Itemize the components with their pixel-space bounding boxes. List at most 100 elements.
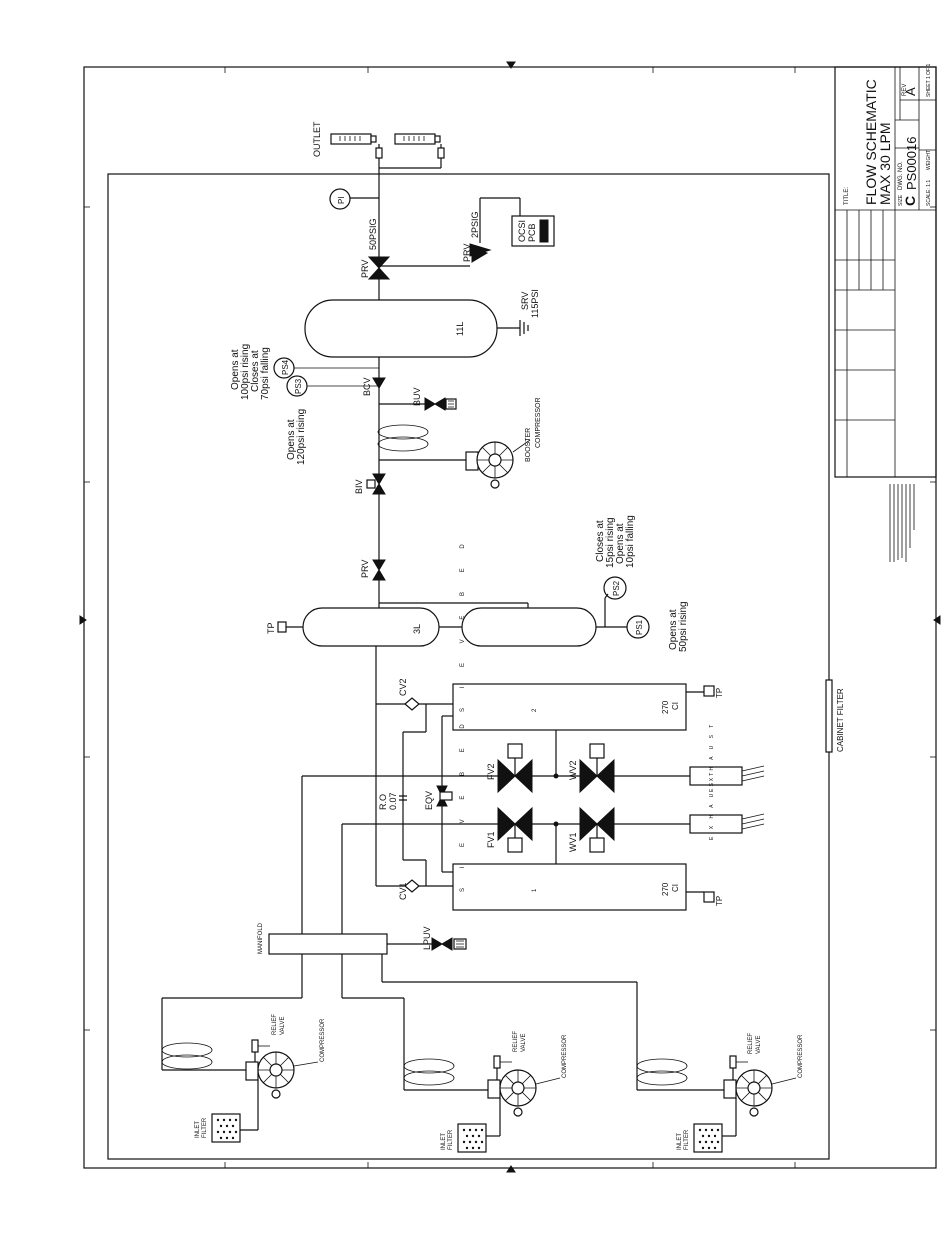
inlet-filter-3 bbox=[693, 1123, 723, 1153]
cabinet-boundary bbox=[107, 173, 830, 1160]
buv-label: BUV bbox=[412, 387, 422, 406]
cv2-check-valve bbox=[404, 697, 420, 711]
ps2-note-4: 10psi falling bbox=[625, 515, 636, 568]
inlet-filter-1 bbox=[211, 1113, 241, 1143]
tp-bed1-label: TP bbox=[715, 896, 724, 906]
tank-11l-label: 11L bbox=[455, 322, 465, 336]
compressor-1-relief-2: VALVE bbox=[280, 1017, 286, 1035]
rev-value: A bbox=[903, 87, 918, 96]
ps4-note-1: Opens at bbox=[230, 349, 241, 390]
ps1-switch bbox=[626, 615, 650, 639]
drawing-title-line2: MAX 30 LPM bbox=[877, 123, 893, 205]
sieve-bed-2-num: 2 bbox=[532, 708, 538, 712]
weight-label: WEIGHT: bbox=[926, 149, 932, 170]
srv-psi-label: 115PSI bbox=[530, 289, 540, 318]
prv-mid-label: PRV bbox=[360, 560, 370, 578]
sieve-bed-1-num: 1 bbox=[532, 888, 538, 892]
ps2-label: PS2 bbox=[612, 580, 621, 596]
outlet-label: OUTLET bbox=[312, 121, 322, 157]
inlet-filter-2-label-1: INLET bbox=[441, 1133, 447, 1150]
sieve-bed-1-letters: S I E V E B E D bbox=[460, 715, 466, 892]
ps2-note-3: Opens at bbox=[615, 523, 626, 564]
receiver-tank-3l: 3L TP PS2 PS1 Closes at 15psi rising Ope… bbox=[266, 515, 689, 652]
psig-2-label: 2PSIG bbox=[470, 211, 480, 238]
inlet-filter-3-label-2: FILTER bbox=[684, 1129, 690, 1150]
ps2-switch bbox=[603, 576, 627, 600]
wv2-label: WV2 bbox=[568, 760, 578, 780]
ps1-note-1: Opens at bbox=[668, 609, 679, 650]
ps2-note-1: Closes at bbox=[595, 520, 606, 562]
compressor-3-label: COMPRESSOR bbox=[798, 1034, 804, 1078]
size-label: SIZE bbox=[898, 194, 904, 206]
wv1-label: WV1 bbox=[568, 832, 578, 852]
approval-grid bbox=[835, 210, 896, 477]
sieve-bed-1-q2: CI bbox=[671, 884, 680, 892]
inlet-filter-3-label-1: INLET bbox=[677, 1133, 683, 1150]
cv1-label: CV1 bbox=[398, 882, 408, 900]
ps4-note-2: 100psi rising bbox=[240, 344, 251, 400]
exhaust-muffler-1: E X H A U S T bbox=[689, 770, 765, 840]
sieve-bed-2-q1: 270 bbox=[661, 700, 670, 714]
prv-mid-valve: PRV bbox=[360, 559, 386, 608]
prv-50psig-valve bbox=[367, 256, 391, 300]
lpuv-label: LPUV bbox=[422, 926, 432, 950]
prv-2psig-valve bbox=[469, 243, 492, 263]
eqv-label: EQV bbox=[424, 791, 434, 810]
wv1-valve bbox=[579, 806, 615, 853]
outlet-section: OUTLET PI PRV 50PSIG PRV 2PSIG OCSI PCB bbox=[312, 121, 555, 300]
scale-label: SCALE: 1:1 bbox=[926, 180, 932, 206]
outlet-flowmeter-2 bbox=[394, 133, 445, 159]
pi-label: PI bbox=[337, 196, 346, 204]
psig-50-label: 50PSIG bbox=[368, 218, 378, 250]
pcb-label: PCB bbox=[527, 223, 537, 242]
biv-valve: BIV bbox=[354, 473, 386, 560]
compressor-2-label: COMPRESSOR bbox=[562, 1034, 568, 1078]
manifold-section: MANIFOLD LPUV bbox=[161, 776, 638, 1090]
sieve-bed-2-letters: S I E V E B E D bbox=[460, 535, 466, 712]
ocsi-label: OCSI bbox=[517, 220, 527, 242]
compressor-1-relief-1: RELIEF bbox=[272, 1014, 278, 1035]
fv1-label: FV1 bbox=[486, 831, 496, 848]
wv2-valve bbox=[579, 743, 615, 794]
pressure-indicator-pi bbox=[329, 188, 351, 210]
cabinet-filter-label: CABINET FILTER bbox=[836, 688, 845, 752]
manifold-block bbox=[268, 933, 388, 955]
manifold-label: MANIFOLD bbox=[258, 922, 264, 954]
compressor-2: RELIEF VALVE COMPRESSOR INLET FILTER bbox=[403, 1031, 568, 1153]
sieve-bed-2 bbox=[452, 683, 687, 731]
bcv-buv-valves: BCV BUV bbox=[362, 377, 457, 411]
compressor-3-relief-1: RELIEF bbox=[748, 1033, 754, 1054]
compressor-3: RELIEF VALVE COMPRESSOR INLET FILTER bbox=[636, 1033, 804, 1153]
booster-label-2: COMPRESSOR bbox=[535, 397, 542, 448]
inlet-filter-2-label-2: FILTER bbox=[448, 1129, 454, 1150]
sieve-bed-1 bbox=[452, 863, 687, 911]
dwg-no-value: PS00016 bbox=[904, 137, 919, 191]
outlet-flowmeter-1 bbox=[330, 133, 383, 159]
exhaust-2-label: E X H A U S T bbox=[709, 722, 715, 792]
fv1-valve bbox=[497, 806, 533, 853]
fv2-valve bbox=[497, 743, 533, 794]
ps4-note-3: Closes at bbox=[250, 350, 261, 392]
ps3-label: PS3 bbox=[294, 378, 303, 394]
booster-label-1: BOOSTER bbox=[525, 428, 532, 462]
product-tank-11l: 11L SRV 115PSI bbox=[304, 289, 540, 358]
tp-bed2-label: TP bbox=[715, 688, 724, 698]
cv2-label: CV2 bbox=[398, 678, 408, 696]
dwg-no-label: DWG. NO. bbox=[898, 161, 904, 190]
compressor-1: RELIEF VALVE COMPRESSOR INLET FILTER bbox=[161, 1014, 326, 1143]
compressor-2-relief-2: VALVE bbox=[521, 1034, 527, 1052]
drawing-border bbox=[79, 61, 941, 1173]
tp-tank-label: TP bbox=[266, 622, 276, 634]
fv2-label: FV2 bbox=[486, 763, 496, 780]
drawing-title-line1: FLOW SCHEMATIC bbox=[863, 79, 879, 205]
ps4-label: PS4 bbox=[281, 359, 290, 375]
compressor-1-label: COMPRESSOR bbox=[320, 1018, 326, 1062]
cabinet-filter bbox=[825, 679, 833, 753]
rev-label: REV bbox=[902, 84, 908, 96]
ps3-note-2: 120psi rising bbox=[296, 409, 307, 465]
compressor-3-relief-2: VALVE bbox=[756, 1036, 762, 1054]
title-label: TITLE: bbox=[844, 187, 850, 205]
ps1-label: PS1 bbox=[635, 619, 644, 635]
tank-3l-label: 3L bbox=[412, 624, 422, 634]
